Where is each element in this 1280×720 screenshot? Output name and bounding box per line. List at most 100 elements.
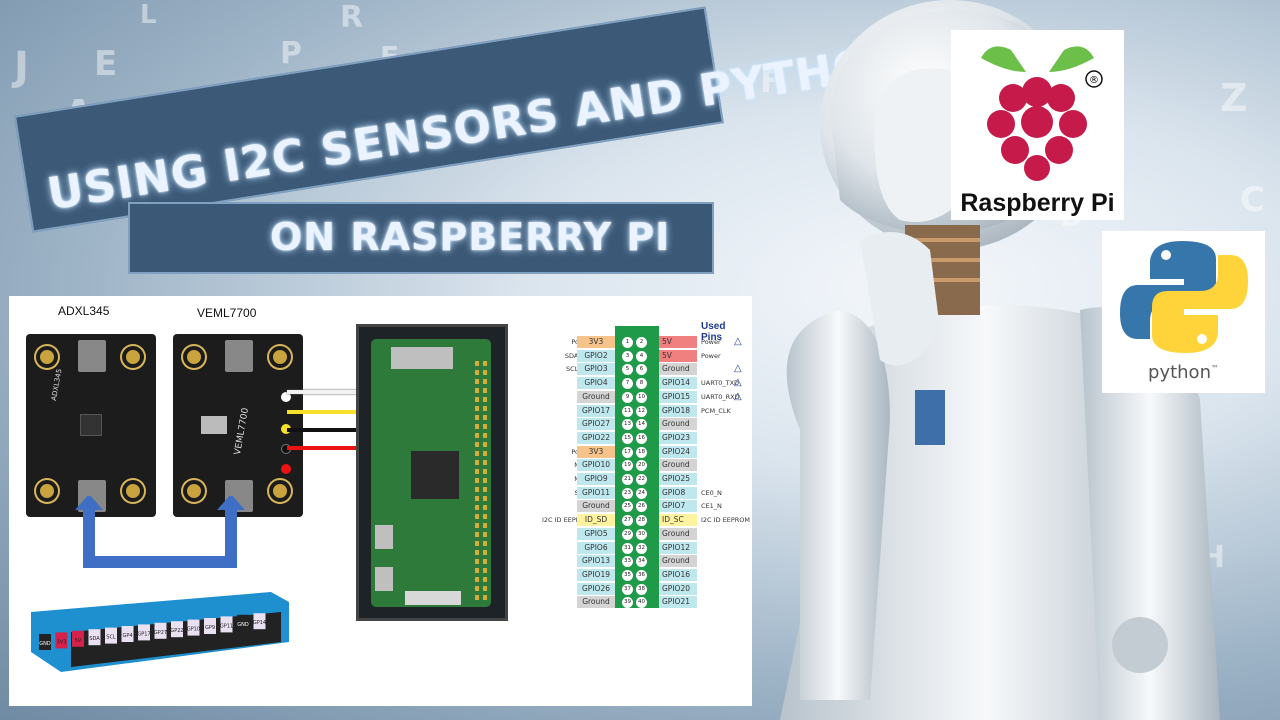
terminal-label: GP14	[253, 620, 266, 626]
pin-function-right: Power	[701, 351, 721, 360]
pin-label-left: GPIO27	[577, 418, 615, 431]
pin-number-left: 15	[622, 432, 633, 444]
pin-function-right: UART0_TXD	[701, 379, 740, 388]
pin-label-right: Ground	[659, 418, 697, 431]
pinout-row: GPIO6 31 32 GPIO12	[529, 541, 759, 556]
pin-label-right: GPIO20	[659, 582, 697, 595]
terminal-label: GND	[237, 622, 249, 628]
terminal-slot	[253, 613, 266, 630]
pinout-row: MISO GPIO9 21 22 GPIO25	[529, 473, 759, 487]
background-letter: Z	[1220, 76, 1248, 120]
pin-label-right: GPIO16	[659, 568, 697, 581]
pin-number-left: 19	[622, 460, 633, 472]
pin-label-left: GPIO3	[577, 363, 615, 376]
registered-mark: ®	[1089, 75, 1099, 86]
pinout-row: GPIO19 35 36 GPIO16	[529, 568, 759, 583]
pin-label-left: GPIO17	[577, 404, 615, 417]
pin-function-right: CE1_N	[701, 502, 722, 511]
pinout-row: Ground 9 10 GPIO15 UART0_RXD△	[529, 390, 759, 405]
pin-number-left: 17	[622, 446, 633, 458]
pin-label-right: ID_SC	[659, 514, 697, 527]
pin-number-right: 12	[636, 405, 647, 417]
pin-number-left: 25	[622, 501, 633, 513]
pin-number-right: 16	[636, 432, 647, 444]
pin-label-left: GPIO19	[577, 568, 615, 581]
gpio-pinout-table: Used Pins Power 3V3 1 2 5V Power△ SDA I2…	[529, 316, 750, 616]
raspberry-icon: ®	[981, 46, 1103, 181]
terminal-slot	[105, 627, 117, 644]
pin-label-left: GPIO13	[577, 555, 615, 568]
pin-label-right: Ground	[659, 459, 697, 472]
pin-number-right: 30	[636, 528, 647, 540]
pin-label-left: 3V3	[577, 445, 615, 458]
pin-number-right: 34	[636, 556, 647, 568]
pin-label-left: GPIO10	[577, 459, 615, 472]
pin-number-left: 5	[622, 364, 633, 376]
pinout-row: Ground 25 26 GPIO7 CE1_N	[529, 500, 759, 514]
terminal-label: 5V	[75, 638, 82, 644]
pinout-row: GPIO27 13 14 Ground	[529, 418, 759, 432]
terminal-slot	[171, 621, 183, 638]
python-text: python	[1148, 362, 1211, 383]
pin-number-right: 26	[636, 501, 647, 513]
pinout-row: Power 3V3 17 18 GPIO24	[529, 445, 759, 460]
terminal-label: GND	[39, 641, 51, 647]
pin-label-right: 5V	[659, 336, 697, 348]
pin-label-right: GPIO14	[659, 377, 697, 390]
pin-function-right: UART0_RXD	[701, 392, 740, 401]
camera-connector	[405, 591, 461, 605]
pin-number-right: 24	[636, 487, 647, 499]
pin-number-right: 40	[636, 597, 647, 609]
pin-number-left: 23	[622, 487, 633, 499]
module-label-veml7700: VEML7700	[197, 306, 257, 320]
terminal-slot	[39, 634, 51, 650]
terminal-label: SCL	[106, 635, 116, 641]
pinout-row: I2C ID EEPROM ID_SD 27 28 ID_SC I2C ID E…	[529, 514, 759, 528]
pinout-row: GPIO13 33 34 Ground	[529, 555, 759, 569]
pin-number-right: 8	[636, 378, 647, 390]
pin-number-right: 6	[636, 364, 647, 376]
pin-label-left: GPIO22	[577, 431, 615, 444]
terminal-label: SDA	[89, 636, 100, 642]
pin-number-right: 18	[636, 446, 647, 458]
pin-number-left: 3	[622, 350, 633, 362]
terminal-label: GP4	[122, 633, 132, 639]
pin-label-left: GPIO9	[577, 473, 615, 485]
python-label: python™	[1102, 362, 1265, 383]
pinout-row: Ground 39 40 GPIO21	[529, 596, 759, 610]
pin-number-left: 21	[622, 474, 633, 485]
adxl345-silkscreen: ADXL345	[50, 368, 64, 402]
connection-arrows	[75, 496, 245, 568]
pin-label-right: GPIO12	[659, 541, 697, 554]
pinout-row: GPIO26 37 38 GPIO20	[529, 582, 759, 597]
pin-label-right: Ground	[659, 555, 697, 568]
pin-function-right: PCM_CLK	[701, 406, 731, 415]
pin-number-left: 35	[622, 569, 633, 581]
python-logo: python™	[1102, 231, 1265, 393]
adxl345-board: ADXL345	[26, 334, 156, 517]
raspberry-pi-label: Raspberry Pi	[960, 189, 1115, 217]
pin-number-left: 27	[622, 515, 633, 527]
terminal-slot	[237, 614, 249, 631]
sd-slot	[391, 347, 453, 369]
used-pin-triangle-icon: △	[734, 336, 742, 347]
terminal-slot	[121, 626, 134, 642]
pin-number-right: 2	[636, 337, 647, 348]
terminal-label: GP11	[220, 623, 233, 629]
pinout-row: GPIO22 15 16 GPIO23	[529, 431, 759, 446]
pin-number-right: 4	[636, 350, 647, 362]
background-letter: E	[94, 44, 118, 84]
veml7700-board: VEML7700	[173, 334, 303, 517]
background-letter: L	[140, 0, 157, 30]
pwr-port	[375, 567, 393, 591]
pinout-row: SCLK GPIO11 23 24 GPIO8 CE0_N	[529, 486, 759, 501]
terminal-label: GP9	[205, 625, 215, 631]
terminal-label: GP10	[187, 627, 200, 633]
pinout-row: SDA I2C GPIO2 3 4 5V Power	[529, 349, 759, 364]
background-letter: F	[760, 62, 782, 100]
used-pins-heading: Used Pins	[701, 321, 726, 343]
pinout-row: GPIO4 7 8 GPIO14 UART0_TXD△	[529, 377, 759, 391]
terminal-slot	[55, 632, 68, 649]
pin-number-left: 33	[622, 556, 633, 568]
pin-number-left: 13	[622, 419, 633, 431]
